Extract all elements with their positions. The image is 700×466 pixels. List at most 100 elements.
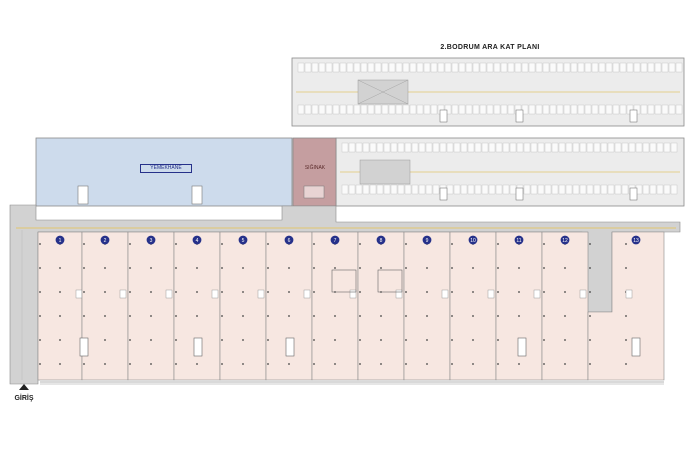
unit-number: 4: [196, 238, 199, 244]
dining-label: YEMEKHANE: [140, 164, 192, 173]
parking-stall: [605, 104, 613, 115]
parking-stall: [402, 104, 410, 115]
parking-stall: [530, 184, 538, 195]
parking-stall: [523, 142, 531, 153]
parking-stall: [612, 62, 620, 73]
parking-stall: [467, 184, 475, 195]
parking-stall: [425, 142, 433, 153]
parking-stall: [369, 184, 377, 195]
parking-stall: [493, 104, 501, 115]
parking-stall: [488, 184, 496, 195]
plan-title: 2.BODRUM ARA KAT PLANI: [440, 44, 540, 51]
stair-core: [515, 109, 524, 123]
parking-stall: [605, 62, 613, 73]
parking-stall: [556, 104, 564, 115]
parking-stall: [472, 62, 480, 73]
parking-stall: [593, 184, 601, 195]
parking-stall: [397, 142, 405, 153]
parking-stall: [507, 104, 515, 115]
parking-stall: [437, 62, 445, 73]
parking-stall: [654, 104, 662, 115]
parking-stall: [486, 62, 494, 73]
parking-stall: [446, 184, 454, 195]
parking-stall: [607, 184, 615, 195]
unit-badge: 11: [514, 235, 524, 245]
parking-stall: [383, 184, 391, 195]
mid-parking-level: [335, 137, 685, 207]
unit-badge: 4: [192, 235, 202, 245]
parking-stall: [654, 62, 662, 73]
unit-number: 1: [59, 238, 62, 244]
parking-stall: [528, 62, 536, 73]
parking-stall: [467, 142, 475, 153]
parking-stall: [332, 104, 340, 115]
parking-stall: [388, 104, 396, 115]
parking-stall: [626, 62, 634, 73]
parking-stall: [390, 142, 398, 153]
parking-stall: [453, 184, 461, 195]
parking-stall: [432, 142, 440, 153]
parking-stall: [507, 62, 515, 73]
parking-stall: [579, 142, 587, 153]
parking-stall: [304, 62, 312, 73]
parking-stall: [584, 104, 592, 115]
shop-unit: 1: [37, 231, 83, 381]
unit-badge: 8: [376, 235, 386, 245]
parking-stall: [619, 104, 627, 115]
unit-number: 9: [426, 238, 429, 244]
unit-badge: 2: [100, 235, 110, 245]
parking-stall: [346, 62, 354, 73]
parking-stall: [635, 142, 643, 153]
unit-number: 6: [288, 238, 291, 244]
parking-stall: [570, 62, 578, 73]
parking-stall: [353, 62, 361, 73]
parking-stall: [390, 184, 398, 195]
parking-stall: [369, 142, 377, 153]
parking-stall: [395, 104, 403, 115]
parking-stall: [409, 62, 417, 73]
parking-stall: [649, 142, 657, 153]
parking-stall: [404, 142, 412, 153]
parking-stall: [640, 104, 648, 115]
parking-stall: [486, 104, 494, 115]
parking-stall: [411, 142, 419, 153]
parking-stall: [474, 184, 482, 195]
parking-stall: [642, 184, 650, 195]
parking-stall: [619, 62, 627, 73]
parking-stall: [460, 142, 468, 153]
parking-stall: [404, 184, 412, 195]
parking-stall: [530, 142, 538, 153]
parking-stall: [614, 142, 622, 153]
parking-stall: [502, 184, 510, 195]
parking-stall: [332, 62, 340, 73]
parking-stall: [556, 62, 564, 73]
parking-stall: [500, 62, 508, 73]
parking-stall: [297, 104, 305, 115]
parking-stall: [458, 62, 466, 73]
parking-stall: [642, 142, 650, 153]
parking-stall: [355, 142, 363, 153]
parking-stall: [495, 142, 503, 153]
shop-unit: 10: [449, 231, 497, 381]
unit-badge: 3: [146, 235, 156, 245]
parking-stall: [621, 184, 629, 195]
parking-stall: [570, 104, 578, 115]
shop-unit: 8: [357, 231, 405, 381]
parking-stall: [411, 184, 419, 195]
parking-stall: [376, 184, 384, 195]
parking-stall: [542, 62, 550, 73]
unit-number: 2: [104, 238, 107, 244]
parking-stall: [509, 142, 517, 153]
parking-stall: [409, 104, 417, 115]
unit-badge: 5: [238, 235, 248, 245]
parking-stall: [360, 104, 368, 115]
parking-stall: [460, 184, 468, 195]
parking-stall: [598, 104, 606, 115]
stair-core: [193, 337, 203, 357]
parking-stall: [425, 184, 433, 195]
parking-stall: [318, 104, 326, 115]
parking-stall: [353, 104, 361, 115]
parking-stall: [444, 104, 452, 115]
parking-stall: [607, 142, 615, 153]
